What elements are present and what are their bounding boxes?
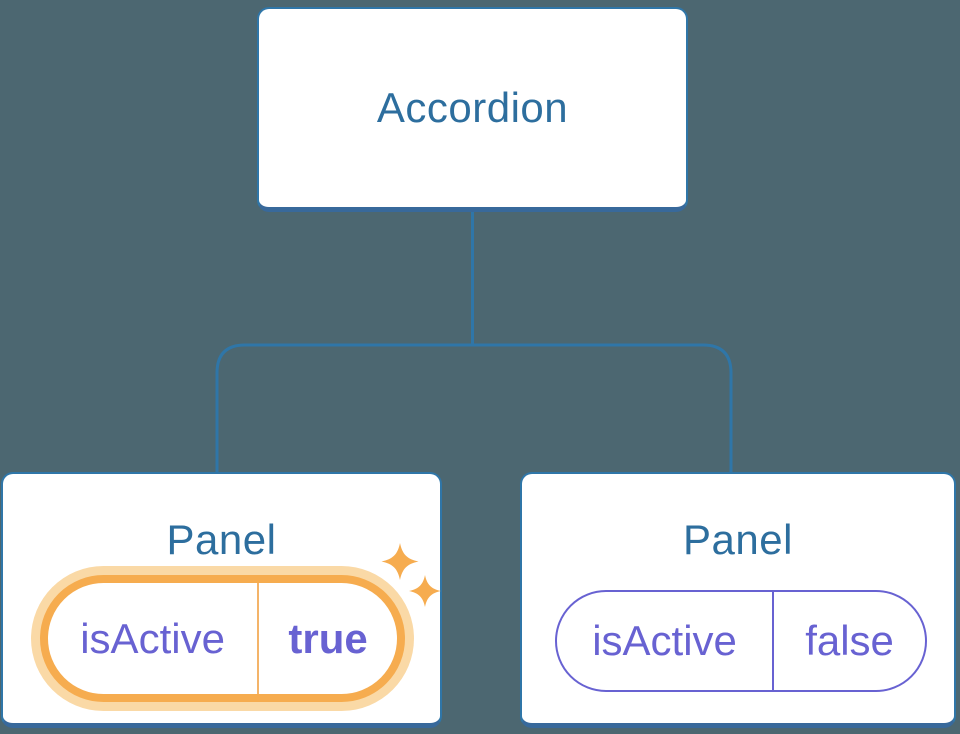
state-pill-active: isActive true bbox=[40, 575, 405, 702]
state-value-label: false bbox=[805, 617, 894, 664]
accordion-node-label: Accordion bbox=[376, 84, 569, 131]
state-pill-inactive: isActive false bbox=[555, 590, 927, 692]
state-name-label: isActive bbox=[48, 583, 260, 694]
connector-bracket bbox=[215, 343, 733, 473]
panel-node-label: Panel bbox=[683, 516, 793, 563]
state-value-label: true bbox=[288, 614, 368, 662]
accordion-node: Accordion bbox=[257, 7, 688, 212]
state-name-label: isActive bbox=[557, 592, 775, 690]
panel-node-label: Panel bbox=[166, 516, 277, 563]
panel-node-active: Panel isActive true bbox=[1, 472, 442, 728]
panel-node-inactive: Panel isActive false bbox=[520, 472, 956, 728]
